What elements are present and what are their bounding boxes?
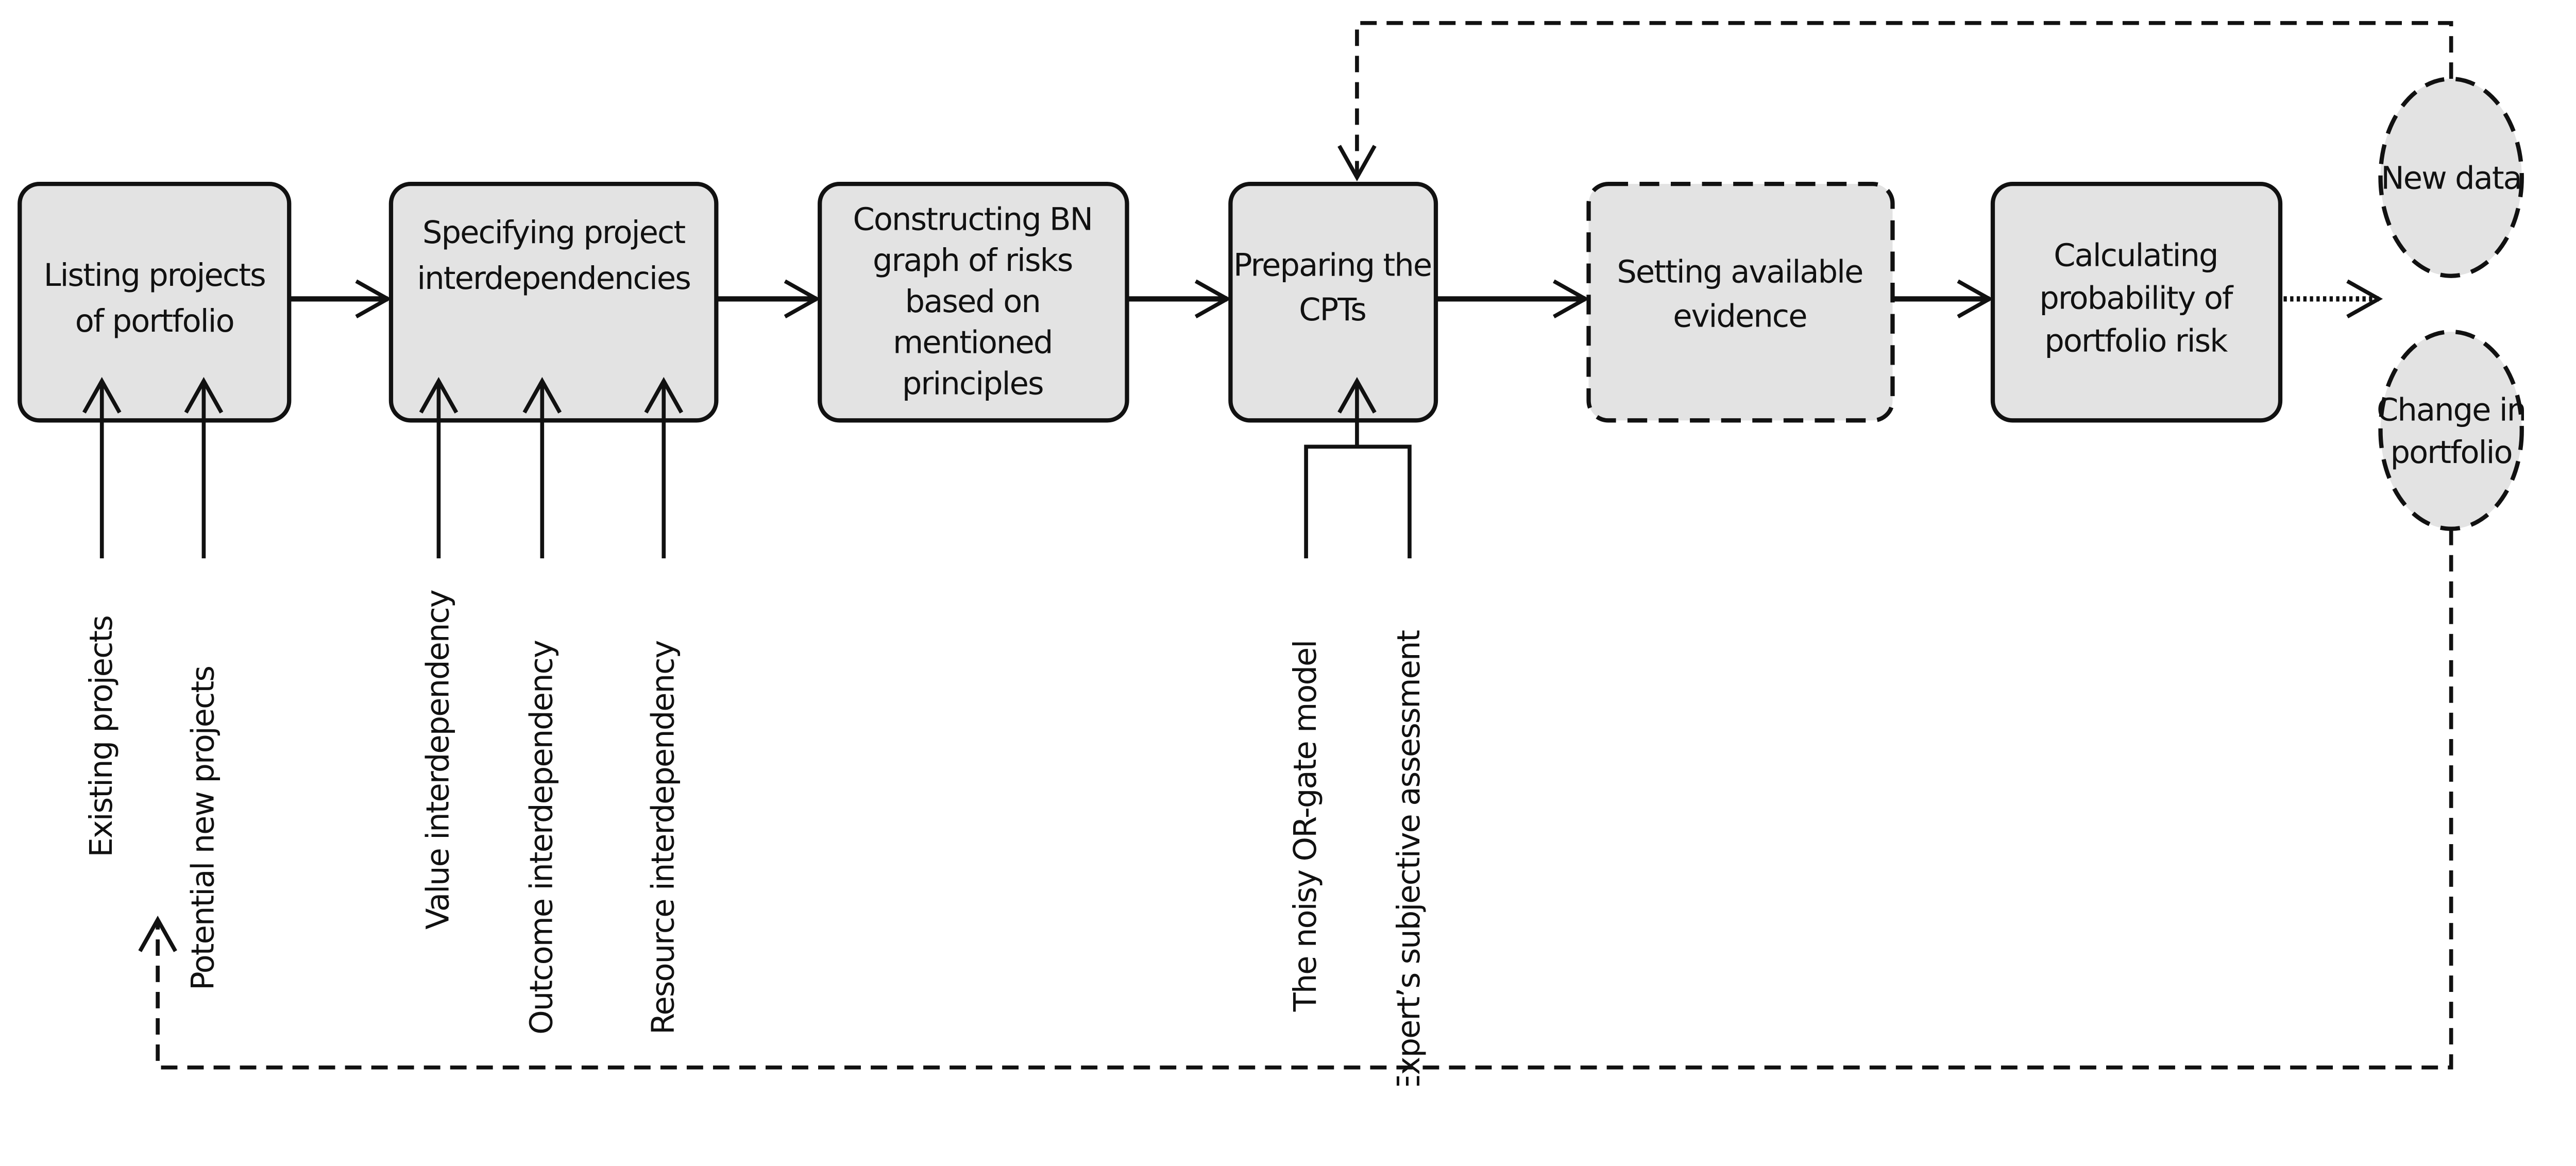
step-label: Specifying project <box>422 215 685 251</box>
step-constructing-bn: Constructing BN graph of risks based on … <box>818 181 1129 423</box>
step-label: Preparing the <box>1233 248 1431 284</box>
feedback-loop-new-data <box>1357 21 2453 178</box>
step-label: Calculating <box>2054 238 2217 274</box>
trigger-label: portfolio <box>2391 435 2512 471</box>
step-specifying-interdependencies: Specifying project interdependencies <box>388 181 719 423</box>
trigger-change-in-portfolio: Change in portfolio <box>2377 329 2527 531</box>
portfolio-risk-process-diagram: Listing projects of portfolio Specifying… <box>18 21 2527 1086</box>
step-label: probability of <box>2039 280 2234 316</box>
step-label: portfolio risk <box>2044 323 2228 359</box>
step-label: evidence <box>1673 299 1806 335</box>
step-label: graph of risks <box>873 243 1072 279</box>
cpt-input-bracket <box>1304 444 1412 559</box>
trigger-label: New data <box>2381 161 2521 197</box>
input-label-existing-projects: Existing projects <box>83 616 120 858</box>
step-label: CPTs <box>1299 292 1366 328</box>
step-label: Setting available <box>1617 254 1862 290</box>
input-label-outcome-interdependency: Outcome interdependency <box>523 640 560 1035</box>
step-listing-projects: Listing projects of portfolio <box>18 181 292 423</box>
step-label: of portfolio <box>75 303 234 339</box>
trigger-new-data: New data <box>2378 76 2524 278</box>
input-label-resource-interdependency: Resource interdependency <box>645 641 681 1035</box>
feedback-loop-change-in-portfolio <box>158 528 2453 1070</box>
step-preparing-cpts: Preparing the CPTs <box>1228 181 1438 423</box>
input-label-expert-assessment: Expert’s subjective assessment <box>1391 630 1427 1086</box>
step-label: principles <box>902 366 1043 402</box>
step-label: mentioned <box>893 325 1052 361</box>
input-label-value-interdependency: Value interdependency <box>420 590 456 930</box>
step-label: Constructing BN <box>853 201 1092 237</box>
input-label-potential-new-projects: Potential new projects <box>185 666 222 990</box>
step-setting-evidence: Setting available evidence <box>1586 181 1895 423</box>
step-label: interdependencies <box>417 261 690 297</box>
step-label: based on <box>905 284 1040 320</box>
trigger-label: Change in <box>2377 392 2526 428</box>
input-label-noisy-or-gate: The noisy OR-gate model <box>1287 641 1324 1013</box>
step-calculating-probability: Calculating probability of portfolio ris… <box>1990 181 2283 423</box>
step-label: Listing projects <box>44 258 265 294</box>
